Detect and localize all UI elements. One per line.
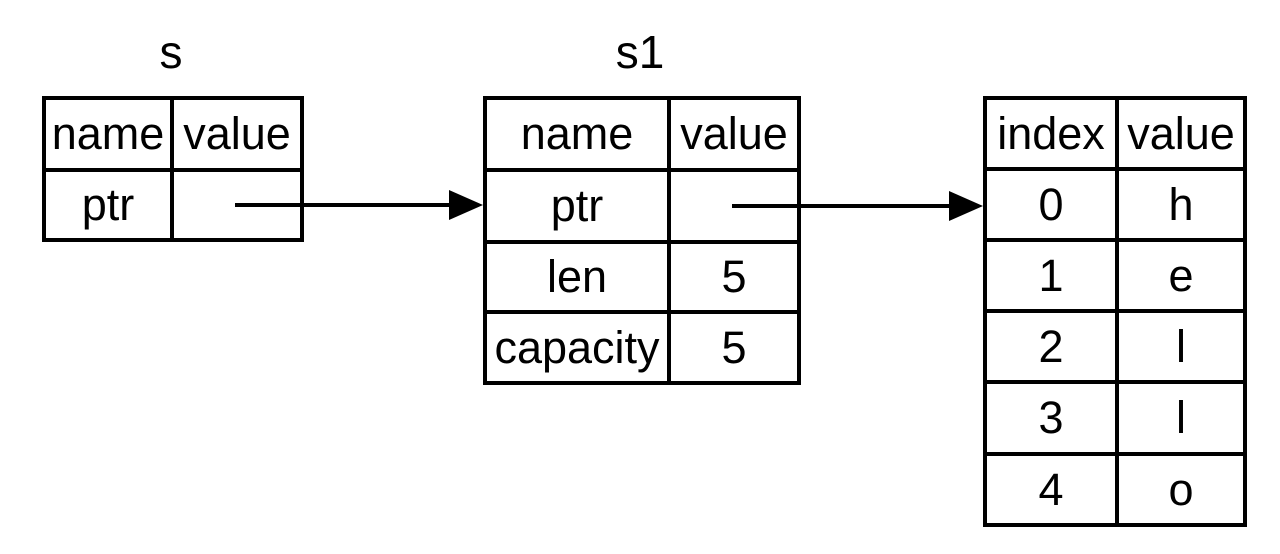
stack-table-s: name value ptr: [42, 96, 304, 242]
heap-buffer-table: index value 0 h 1 e 2 l 3 l 4 o: [983, 96, 1247, 527]
s1-cell-capacity-value: 5: [667, 310, 801, 385]
heap-cell-1-value: e: [1115, 238, 1247, 313]
table-row: len 5: [483, 240, 801, 314]
table-row: name value: [483, 96, 801, 172]
heap-cell-2-index: 2: [983, 309, 1119, 384]
table-row: 1 e: [983, 238, 1247, 313]
stack-table-s1: name value ptr len 5 capacity 5: [483, 96, 801, 385]
table-row: name value: [42, 96, 304, 172]
s1-cell-capacity-name: capacity: [483, 310, 671, 385]
s-cell-ptr-value: [170, 168, 304, 242]
table-row: ptr: [483, 168, 801, 244]
heap-cell-1-index: 1: [983, 238, 1119, 313]
heap-cell-4-value: o: [1115, 452, 1247, 527]
heap-header-index: index: [983, 96, 1119, 171]
s1-header-value: value: [667, 96, 801, 172]
heap-cell-0-index: 0: [983, 167, 1119, 242]
table-row: 0 h: [983, 167, 1247, 242]
heap-cell-2-value: l: [1115, 309, 1247, 384]
table-row: 3 l: [983, 380, 1247, 456]
table-row: capacity 5: [483, 310, 801, 385]
table-row: ptr: [42, 168, 304, 242]
s1-cell-len-value: 5: [667, 240, 801, 314]
s1-header-name: name: [483, 96, 671, 172]
s-cell-ptr-name: ptr: [42, 168, 174, 242]
s-header-name: name: [42, 96, 174, 172]
heap-cell-4-index: 4: [983, 452, 1119, 527]
table-row: 2 l: [983, 309, 1247, 384]
table-row: index value: [983, 96, 1247, 171]
s-header-value: value: [170, 96, 304, 172]
s1-cell-ptr-name: ptr: [483, 168, 671, 244]
table-title-s: s: [159, 26, 183, 78]
heap-cell-3-value: l: [1115, 380, 1247, 456]
table-row: 4 o: [983, 452, 1247, 527]
s1-cell-len-name: len: [483, 240, 671, 314]
heap-cell-0-value: h: [1115, 167, 1247, 242]
heap-header-value: value: [1115, 96, 1247, 171]
table-title-s1: s1: [615, 26, 665, 78]
s1-cell-ptr-value: [667, 168, 801, 244]
heap-cell-3-index: 3: [983, 380, 1119, 456]
